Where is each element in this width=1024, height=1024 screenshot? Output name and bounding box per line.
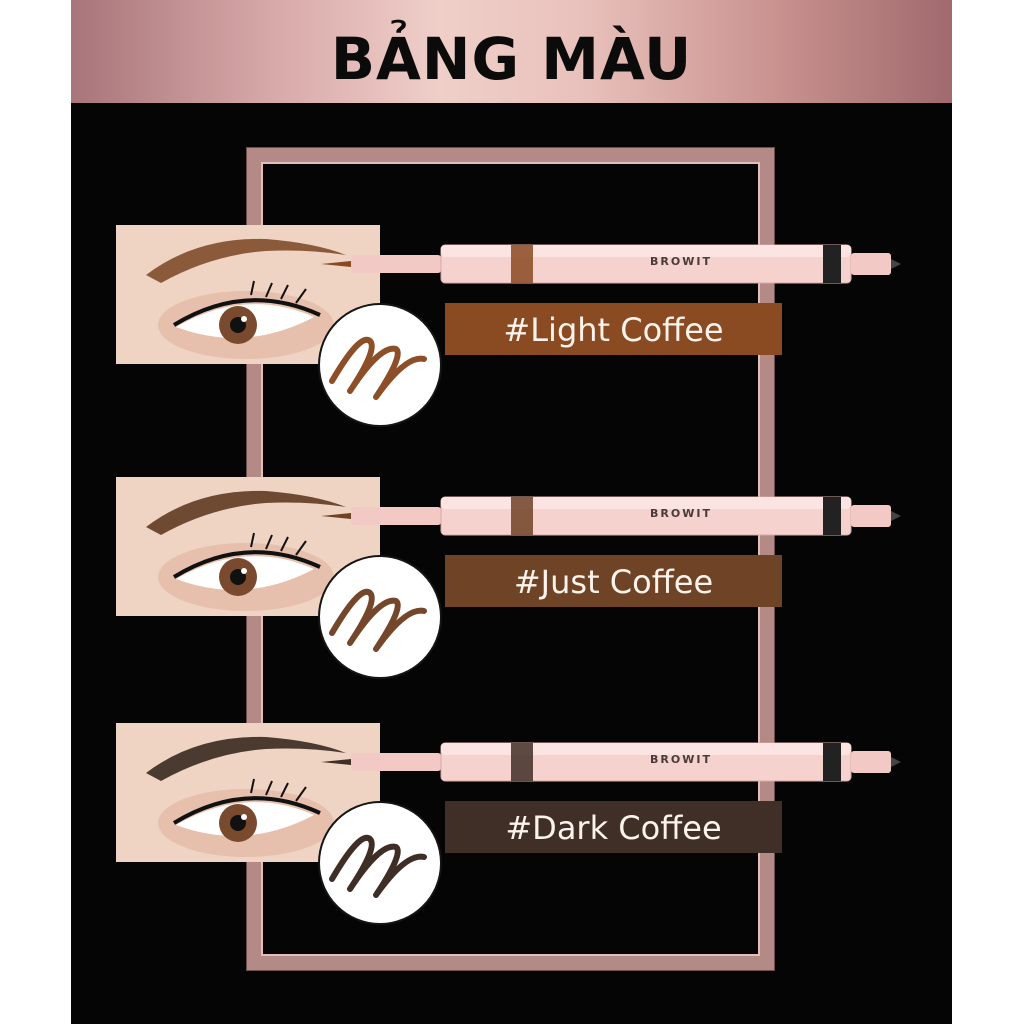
brush-stroke-swatch	[320, 803, 440, 923]
pen-brand-label: BROWIT	[650, 753, 712, 766]
product-canvas: BẢNG MÀU	[71, 0, 952, 1024]
dual-tip-brow-pen: BROWIT	[321, 739, 901, 785]
shade-tag-dark-coffee: #Dark Coffee	[445, 801, 782, 853]
brow-eye-photo	[116, 477, 380, 616]
shade-tag-light-coffee: #Light Coffee	[445, 303, 782, 355]
pen-brand-label: BROWIT	[650, 255, 712, 268]
dual-tip-brow-pen: BROWIT	[321, 493, 901, 539]
shade-name: #Dark Coffee	[505, 809, 722, 847]
page-title: BẢNG MÀU	[330, 25, 693, 93]
shade-row-just-coffee: BROWIT #Just Coffee	[71, 477, 952, 687]
pen-brand-label: BROWIT	[650, 507, 712, 520]
dual-tip-brow-pen: BROWIT	[321, 241, 901, 287]
shade-tag-just-coffee: #Just Coffee	[445, 555, 782, 607]
title-banner: BẢNG MÀU	[71, 0, 952, 103]
shade-name: #Light Coffee	[503, 311, 724, 349]
shade-name: #Just Coffee	[513, 563, 714, 601]
shade-row-dark-coffee: BROWIT #Dark Coffee	[71, 723, 952, 933]
brush-stroke-swatch	[320, 305, 440, 425]
shade-row-light-coffee: BROWIT #Light Coffee	[71, 225, 952, 435]
brush-stroke-swatch	[320, 557, 440, 677]
